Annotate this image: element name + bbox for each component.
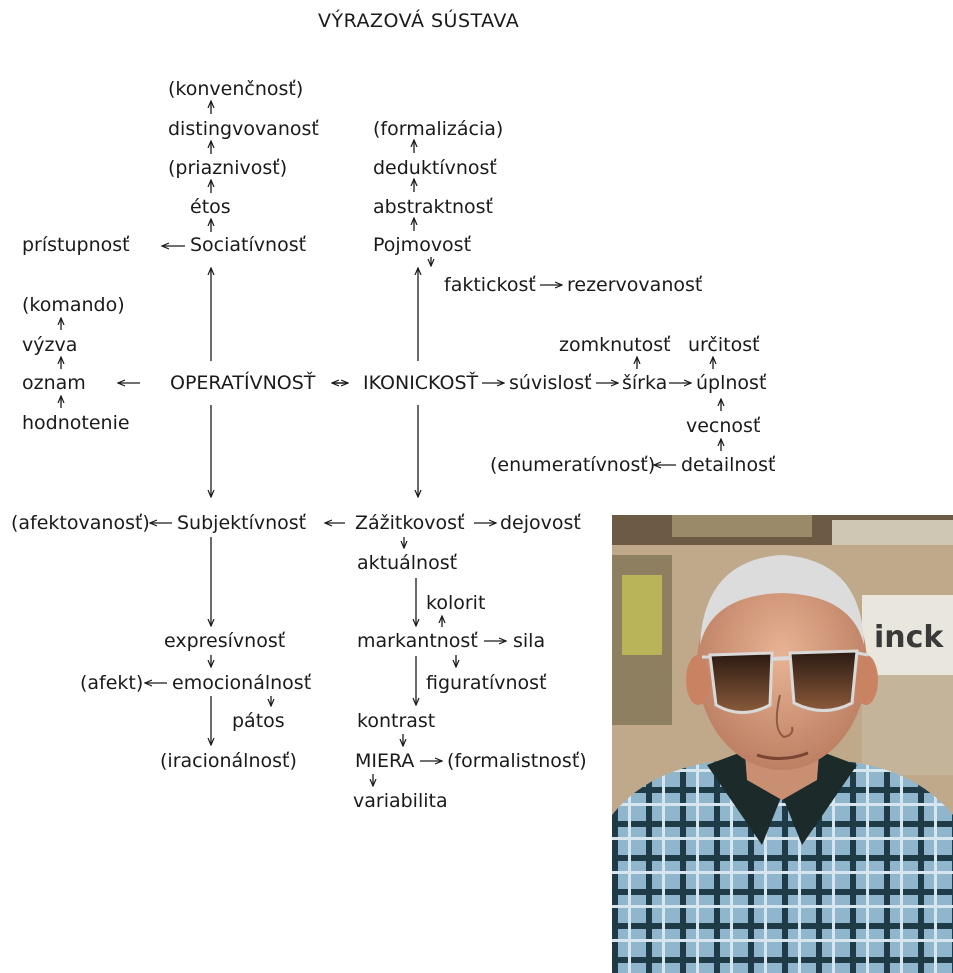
term-uplnost: úplnosť	[696, 372, 767, 394]
term-sirka: šírka	[622, 372, 668, 394]
term-markantnost: markantnosť	[357, 630, 478, 652]
sunglasses-right-lens	[788, 649, 859, 712]
portrait-photo: inck	[612, 515, 953, 973]
term-komando: (komando)	[22, 294, 125, 316]
term-expresivnost: expresívnosť	[164, 630, 286, 652]
term-etos: étos	[190, 196, 231, 218]
term-operativnost: OPERATÍVNOSŤ	[170, 372, 316, 394]
term-miera: MIERA	[355, 750, 415, 772]
term-oznam: oznam	[22, 372, 86, 394]
term-afektovanost: (afektovanosť)	[11, 512, 150, 534]
term-distingvovanost: distingvovanosť	[168, 118, 319, 140]
term-formalistnost: (formalistnosť)	[447, 750, 587, 772]
term-detailnost: detailnosť	[681, 454, 776, 476]
term-pojmovost: Pojmovosť	[373, 234, 472, 256]
term-vecnost: vecnosť	[686, 415, 761, 437]
term-subjektivnost: Subjektívnosť	[177, 512, 307, 534]
term-formalizacia: (formalizácia)	[373, 118, 504, 140]
term-emocionalnost: emocionálnosť	[172, 672, 312, 694]
term-urcitost: určitosť	[688, 334, 760, 356]
term-zazitkovost: Zážitkovosť	[355, 512, 465, 534]
term-enumerativnost: (enumeratívnosť)	[490, 454, 656, 476]
term-afekt: (afekt)	[80, 672, 144, 694]
term-priaznivost: (priaznivosť)	[168, 157, 288, 179]
term-variabilita: variabilita	[353, 790, 448, 812]
term-faktickost: faktickosť	[444, 274, 536, 296]
term-aktualnost: aktuálnosť	[357, 552, 458, 574]
term-rezervovanost: rezervovanosť	[567, 274, 703, 296]
wall-sign	[862, 595, 953, 675]
term-sila: sila	[513, 630, 546, 652]
term-kontrast: kontrast	[357, 710, 436, 732]
term-abstraktnost: abstraktnosť	[373, 196, 493, 218]
term-vyzva: výzva	[22, 334, 78, 356]
term-ikonickost: IKONICKOSŤ	[363, 372, 479, 394]
wall-sign-text: inck	[874, 620, 944, 655]
term-suvislost: súvislosť	[509, 372, 592, 394]
term-iracionalnost: (iracionálnosť)	[160, 750, 297, 772]
face	[697, 560, 867, 770]
term-figurativnost: figuratívnosť	[426, 672, 547, 694]
term-kolorit: kolorit	[426, 592, 486, 614]
term-zomknutost: zomknutosť	[559, 334, 671, 356]
diagram-title: VÝRAZOVÁ SÚSTAVA	[318, 10, 520, 32]
term-dejovost: dejovosť	[500, 512, 581, 534]
plaid-shirt	[612, 760, 953, 973]
term-pristupnost: prístupnosť	[22, 234, 130, 256]
shirt-collar	[707, 750, 857, 845]
sunglasses-left-lens	[708, 651, 774, 714]
term-konvencnost: (konvenčnosť)	[168, 78, 304, 100]
term-patos: pátos	[232, 710, 285, 732]
term-hodnotenie: hodnotenie	[22, 412, 130, 434]
term-deduktivnost: deduktívnosť	[373, 157, 497, 179]
term-sociativnost: Sociatívnosť	[190, 234, 307, 256]
hair	[700, 555, 864, 645]
